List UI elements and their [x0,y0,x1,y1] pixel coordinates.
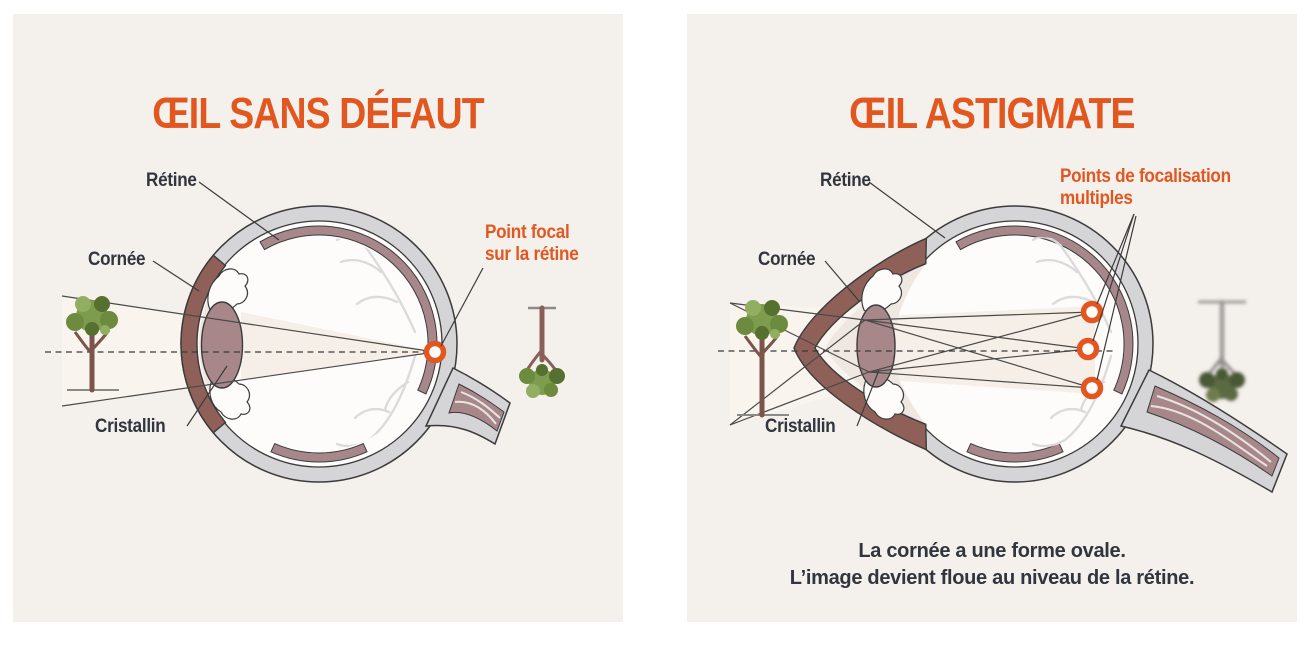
light-beam-interior [885,306,1095,394]
light-rays [61,295,436,407]
lens-shape [200,301,244,389]
panel-title: ŒIL SANS DÉFAUT [152,89,484,139]
leader-lines [152,181,484,427]
normal-eye-diagram [45,181,565,483]
caption-line-1: La cornée a une forme ovale. [858,540,1126,562]
panel-normal-eye: ŒIL SANS DÉFAUT Rétine Cornée Cristallin… [13,14,623,622]
panel-title: ŒIL ASTIGMATE [849,89,1135,139]
cornea-shape [180,254,227,434]
astigmatic-eye-diagram [718,181,1288,494]
inverted-tree-icon [519,305,565,398]
label-retina: Rétine [146,170,197,191]
label-cornea: Cornée [88,249,146,270]
blurred-inverted-tree-icon [1198,299,1246,402]
label-lens: Cristallin [765,416,836,437]
tree-icon [66,296,119,393]
label-cornea: Cornée [758,249,816,270]
optic-nerve-fibers [448,383,505,432]
lens-shape [856,304,896,388]
tree-icon [736,300,789,418]
label-focal-point: Point focal sur la rétine [485,222,579,266]
caption-line-2: L’image devient floue au niveau de la ré… [789,567,1195,589]
label-focal-points: Points de focalisation multiples [1060,166,1231,210]
panel-astigmatic-eye: ŒIL ASTIGMATE Rétine Cornée Cristallin P… [687,14,1297,622]
optic-nerve-fibers [1146,385,1280,477]
retinal-vessels [1031,237,1113,448]
leader-lines [824,181,1137,427]
focal-point-ring [423,340,447,364]
label-lens: Cristallin [95,416,166,437]
retina-band [259,225,438,463]
explanation-caption: La cornée a une forme ovale. L’image dev… [687,538,1297,592]
light-beam-interior [241,312,435,380]
focal-point-rings [1076,300,1104,400]
label-retina: Rétine [820,170,871,191]
